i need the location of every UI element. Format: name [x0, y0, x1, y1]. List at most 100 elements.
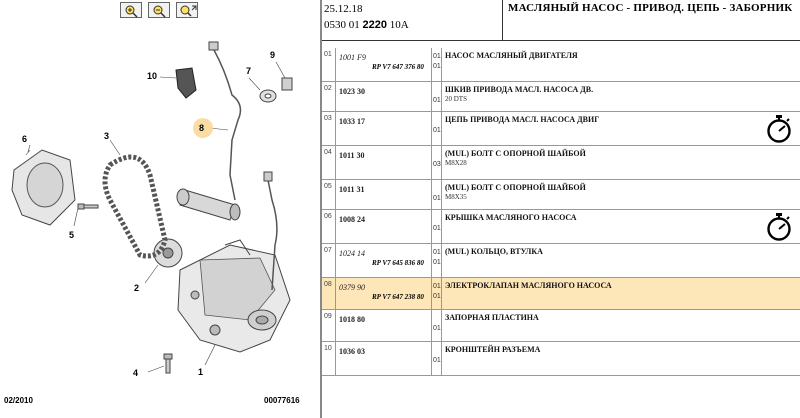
part-reference[interactable]: 1008 24: [339, 215, 365, 224]
zoom-out-button[interactable]: [148, 2, 170, 18]
row-qty-cell: 01: [432, 180, 442, 209]
part-spec: 20 DTS: [445, 95, 467, 103]
row-position: 01: [322, 48, 336, 81]
part-reference[interactable]: 1023 30: [339, 87, 365, 96]
diagram-reference: 00077616: [264, 396, 300, 405]
row-description-cell: ЭЛЕКТРОКЛАПАН МАСЛЯНОГО НАСОСА: [442, 278, 800, 309]
part-number[interactable]: RP V7 647 238 80: [372, 293, 424, 301]
part-reference[interactable]: 1033 17: [339, 117, 365, 126]
part-quantity: 01: [433, 97, 441, 104]
parts-list-panel: 25.12.18 0530 01 2220 10A МАСЛЯНЫЙ НАСОС…: [322, 0, 800, 418]
callout-2[interactable]: 2: [134, 283, 140, 293]
catalog-code: 0530 01 2220 10A: [324, 19, 409, 31]
part-quantity: 01: [433, 63, 441, 70]
part-description: (MUL) БОЛТ С ОПОРНОЙ ШАЙБОЙ: [445, 149, 586, 158]
row-qty-cell: 01: [432, 112, 442, 145]
row-position: 05: [322, 180, 336, 209]
row-description-cell: ШКИВ ПРИВОДА МАСЛ. НАСОСА ДВ.20 DTS: [442, 82, 800, 111]
part-reference[interactable]: 1036 03: [339, 347, 365, 356]
part-quantity: 01: [433, 53, 441, 60]
part-reference[interactable]: 1024 14: [339, 249, 365, 258]
row-position: 09: [322, 310, 336, 341]
exploded-diagram-panel: 1 2 3 4 5 6 7 8 9 10 02/2010 00077616: [0, 0, 320, 418]
zoom-in-icon: [125, 5, 138, 18]
part-reference[interactable]: 0379 90: [339, 283, 365, 292]
row-qty-cell: 01: [432, 210, 442, 243]
part-description: ЦЕПЬ ПРИВОДА МАСЛ. НАСОСА ДВИГ: [445, 115, 600, 124]
callout-4[interactable]: 4: [133, 368, 139, 378]
part-reference[interactable]: 1011 30: [339, 151, 365, 160]
row-qty-cell: 01: [432, 342, 442, 375]
row-position: 07: [322, 244, 336, 277]
row-reference-cell: 1036 03: [336, 342, 432, 375]
part-reference[interactable]: 1001 F9: [339, 53, 366, 62]
callout-10[interactable]: 10: [147, 71, 158, 81]
row-description-cell: НАСОС МАСЛЯНЫЙ ДВИГАТЕЛЯ: [442, 48, 800, 81]
part-quantity: 01: [433, 225, 441, 232]
row-qty-cell: 01: [432, 310, 442, 341]
part-quantity: 01: [433, 195, 441, 202]
part-quantity: 01: [433, 249, 441, 256]
row-description-cell: (MUL) КОЛЬЦО, ВТУЛКА: [442, 244, 800, 277]
part-quantity: 01: [433, 357, 441, 364]
part-description: КРОНШТЕЙН РАЗЪЕМА: [445, 345, 541, 354]
zoom-fit-icon: [180, 5, 197, 17]
part-quantity: 01: [433, 127, 441, 134]
row-qty-cell: 01: [432, 82, 442, 111]
row-reference-cell: 1011 31: [336, 180, 432, 209]
row-reference-cell: 1011 30: [336, 146, 432, 179]
part-description: (MUL) БОЛТ С ОПОРНОЙ ШАЙБОЙ: [445, 183, 586, 192]
row-position: 06: [322, 210, 336, 243]
callout-6[interactable]: 6: [22, 134, 28, 144]
row-description-cell: КРЫШКА МАСЛЯНОГО НАСОСА: [442, 210, 800, 243]
row-qty-cell: 03: [432, 146, 442, 179]
part-description: ЭЛЕКТРОКЛАПАН МАСЛЯНОГО НАСОСА: [445, 281, 612, 290]
part-quantity: 03: [433, 161, 441, 168]
part-spec: M8X28: [445, 159, 467, 167]
part-description: НАСОС МАСЛЯНЫЙ ДВИГАТЕЛЯ: [445, 51, 578, 60]
row-position: 10: [322, 342, 336, 375]
row-reference-cell: 1018 80: [336, 310, 432, 341]
row-position: 04: [322, 146, 336, 179]
stopwatch-icon[interactable]: [766, 212, 792, 242]
catalog-date: 25.12.18: [324, 3, 363, 15]
row-position: 03: [322, 112, 336, 145]
part-reference[interactable]: 1011 31: [339, 185, 365, 194]
part-reference[interactable]: 1018 80: [339, 315, 365, 324]
part-number[interactable]: RP V7 647 376 80: [372, 63, 424, 71]
row-position: 08: [322, 278, 336, 309]
row-reference-cell: 1001 F9 RP V7 647 376 80: [336, 48, 432, 81]
stopwatch-icon[interactable]: [766, 114, 792, 144]
row-reference-cell: 1023 30: [336, 82, 432, 111]
zoom-fit-button[interactable]: [176, 2, 198, 18]
callout-1[interactable]: 1: [198, 367, 204, 377]
callout-8[interactable]: 8: [199, 123, 205, 133]
part-quantity: 01: [433, 293, 441, 300]
part-quantity: 01: [433, 259, 441, 266]
part-description: КРЫШКА МАСЛЯНОГО НАСОСА: [445, 213, 577, 222]
part-description: ШКИВ ПРИВОДА МАСЛ. НАСОСА ДВ.: [445, 85, 594, 94]
callout-9[interactable]: 9: [270, 50, 276, 60]
header-divider: [502, 0, 503, 40]
part-number[interactable]: RP V7 645 836 80: [372, 259, 424, 267]
zoom-in-button[interactable]: [120, 2, 142, 18]
callout-7[interactable]: 7: [246, 66, 252, 76]
callout-3[interactable]: 3: [104, 131, 110, 141]
row-description-cell: ЗАПОРНАЯ ПЛАСТИНА: [442, 310, 800, 341]
zoom-out-icon: [153, 5, 166, 18]
callout-5[interactable]: 5: [69, 230, 75, 240]
row-reference-cell: 1033 17: [336, 112, 432, 145]
part-description: (MUL) КОЛЬЦО, ВТУЛКА: [445, 247, 543, 256]
